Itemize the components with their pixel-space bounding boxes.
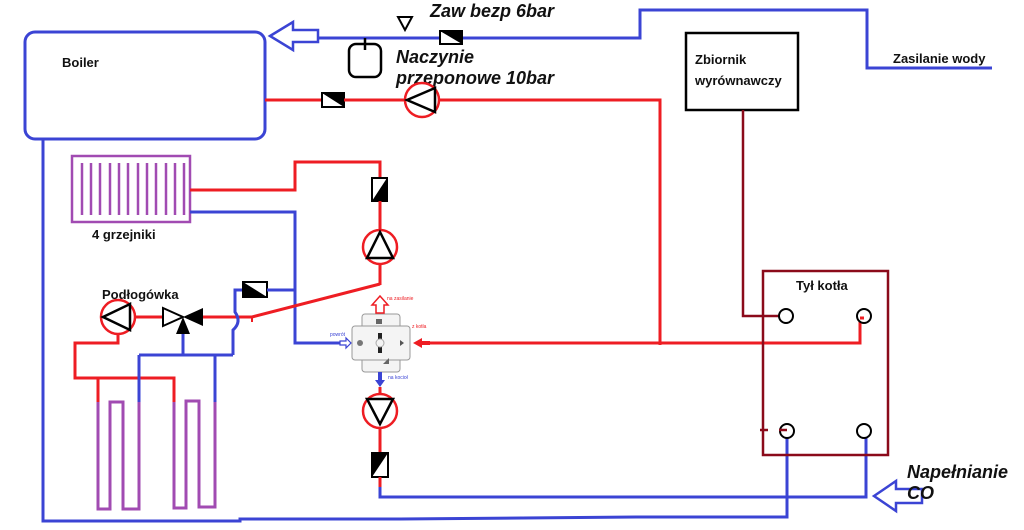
valve-port-top-label: na zasilanie: [387, 296, 414, 302]
pump-icon: [99, 298, 137, 336]
boiler-supply-pipe: [430, 318, 862, 345]
four-way-valve-icon: [351, 313, 411, 373]
underfloor-manifold-supply: [73, 334, 176, 402]
radiator-return-pipe: [190, 210, 340, 345]
boiler-back-panel: [761, 269, 890, 457]
boiler-port-top-left-icon: [778, 308, 794, 324]
safety-valve-label: Zaw bezp 6bar: [429, 1, 555, 21]
check-valve-icon: [371, 177, 388, 202]
expansion-tank-box: [684, 31, 800, 112]
boiler-inlet-arrow-icon: [267, 19, 320, 53]
boiler-coil-supply-pipe: [439, 98, 662, 345]
boiler-port-bottom-right-icon: [856, 423, 872, 439]
fill-co-label-1: Napełnianie: [907, 462, 1008, 482]
valve-bottom-arrow-icon: [375, 372, 385, 387]
check-valve-icon: [439, 30, 463, 45]
radiator-supply-pipe: [190, 160, 382, 192]
fill-co-arrow-icon: [871, 478, 924, 514]
valve-port-left-label: powrót: [330, 332, 346, 338]
expansion-tank-label-2: wyrównawczy: [694, 73, 782, 88]
pump-icon: [361, 392, 399, 430]
three-way-valve-icon: [162, 306, 203, 334]
expansion-tank-label-1: Zbiornik: [695, 52, 747, 67]
pump-icon: [403, 81, 441, 119]
check-valve-icon: [242, 281, 268, 298]
check-valve-icon: [321, 92, 345, 108]
underfloor-bypass-pipe: [231, 288, 243, 355]
check-valve-icon: [371, 452, 389, 478]
underfloor-loop-2: [172, 399, 217, 510]
pump-icon: [361, 228, 399, 266]
water-supply-pipe: [318, 8, 992, 70]
boiler-tank: [23, 30, 267, 141]
water-supply-label: Zasilanie wody: [893, 51, 986, 66]
radiators-label: 4 grzejniki: [92, 227, 156, 242]
valve-port-bottom-label: na kocioł: [388, 375, 409, 381]
expansion-tank-pipe: [741, 110, 786, 318]
expansion-vessel-label-1: Naczynie: [396, 47, 474, 67]
boiler-return-to-kettle-pipe: [378, 430, 868, 499]
boiler-back-label: Tył kotła: [796, 278, 849, 293]
boiler-label: Boiler: [62, 55, 99, 70]
boiler-port-top-right-icon: [856, 308, 872, 324]
valve-right-arrow-icon: [413, 338, 430, 348]
valve-top-arrow-icon: [370, 294, 390, 314]
valve-left-arrow-icon: [339, 336, 352, 350]
safety-valve-icon: [396, 16, 414, 33]
underfloor-label: Podłogówka: [102, 287, 179, 302]
valve-port-right-label: z kotła: [412, 324, 427, 330]
fill-co-label-2: CO: [907, 483, 934, 503]
boiler-return-pipe: [41, 139, 789, 523]
expansion-vessel-label-2: przeponowe 10bar: [395, 68, 555, 88]
radiator-icon: [70, 154, 192, 224]
underfloor-loop-1: [96, 400, 141, 511]
